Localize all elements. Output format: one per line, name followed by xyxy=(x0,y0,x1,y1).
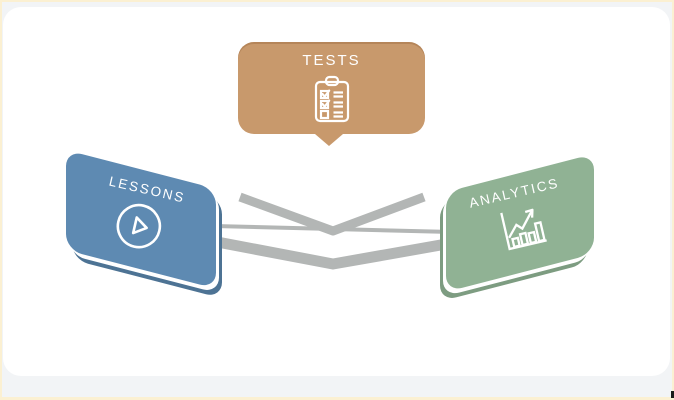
connector-top-chevron-road xyxy=(238,192,426,236)
bar-chart-icon xyxy=(493,199,551,257)
node-analytics-card: ANALYTICS xyxy=(446,153,594,292)
play-icon xyxy=(108,195,170,257)
tests-label: TESTS xyxy=(302,52,361,69)
node-lessons-content: LESSONS xyxy=(95,174,187,261)
corner-artifact-mark xyxy=(671,391,674,398)
tests-speech-bubble: TESTS xyxy=(238,42,425,146)
clipboard-checklist-icon xyxy=(308,74,356,126)
node-lessons-card: LESSONS xyxy=(66,150,216,289)
node-analytics-content: ANALYTICS xyxy=(468,175,573,261)
connector-bottom-chevron-road xyxy=(210,235,453,270)
